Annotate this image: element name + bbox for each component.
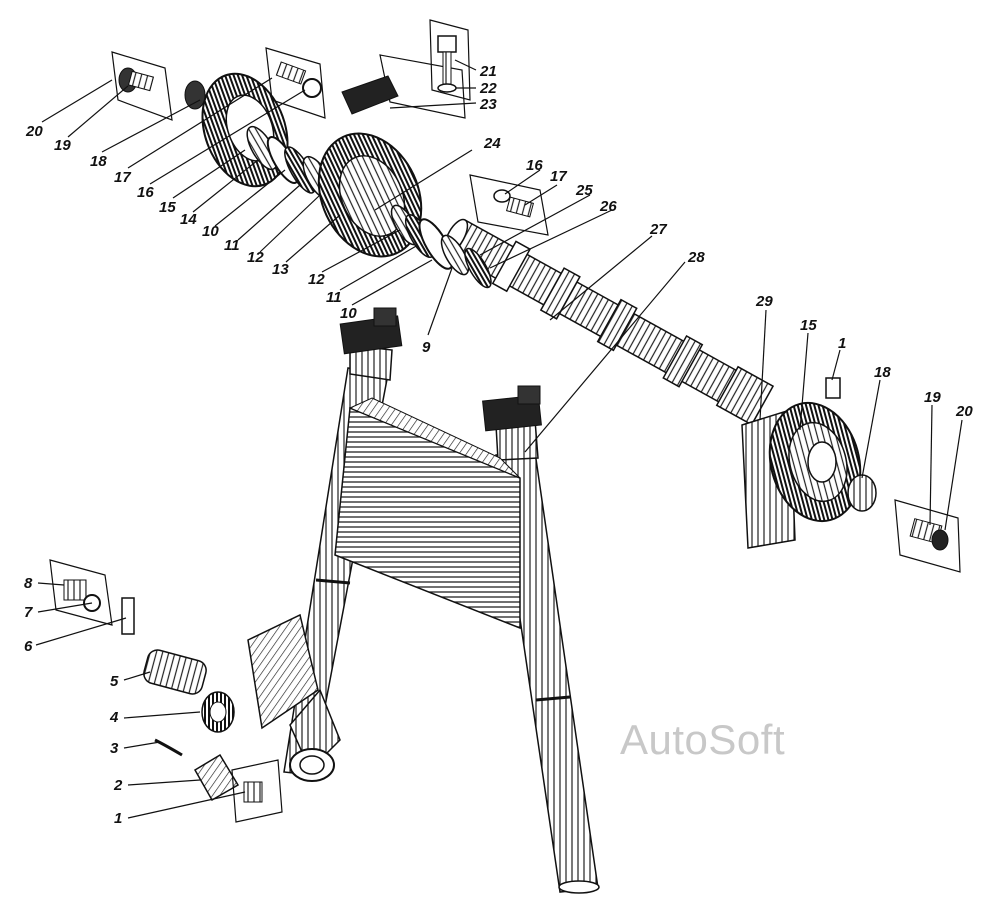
callout-3: 3 — [110, 740, 119, 757]
callout-24: 24 — [483, 135, 501, 152]
upper-gear-bolt-group — [265, 47, 326, 119]
cross-plate — [334, 406, 521, 630]
callout-16b: 16 — [526, 157, 543, 174]
gear-stack — [184, 72, 492, 289]
callout-28: 28 — [687, 249, 705, 266]
callout-11a: 11 — [224, 237, 240, 254]
callout-23: 23 — [479, 96, 497, 113]
callout-13: 13 — [272, 261, 289, 278]
callout-10b: 10 — [340, 305, 357, 322]
callout-1b: 1 — [838, 335, 846, 352]
callout-19b: 19 — [924, 389, 941, 406]
callout-15a: 15 — [159, 199, 176, 216]
pin-5 — [143, 649, 207, 695]
callout-22: 22 — [479, 80, 497, 97]
plate-6 — [121, 597, 135, 635]
clamp-group — [341, 19, 471, 119]
callout-18a: 18 — [90, 153, 107, 170]
cover-18b — [847, 474, 877, 512]
lock-plate-2 — [193, 753, 240, 802]
callout-26: 26 — [599, 198, 617, 215]
callout-labels: 20 19 18 17 16 15 14 10 11 12 13 12 11 1… — [24, 63, 973, 827]
callout-27: 27 — [649, 221, 667, 238]
callout-20b: 20 — [955, 403, 973, 420]
callout-18b: 18 — [874, 364, 891, 381]
callout-4: 4 — [109, 709, 119, 726]
callout-1a: 1 — [114, 810, 122, 827]
upper-left-bolt-group — [111, 51, 173, 121]
leader-lines — [35, 59, 963, 819]
callout-25: 25 — [575, 182, 593, 199]
ring-26 — [464, 247, 492, 289]
callout-12b: 12 — [308, 271, 325, 288]
callout-9: 9 — [422, 339, 431, 356]
callout-14: 14 — [180, 211, 197, 228]
watermark: AutoSoft — [620, 716, 786, 763]
right-bearing-assembly — [741, 377, 961, 573]
callout-6: 6 — [24, 638, 33, 655]
callout-11b: 11 — [326, 289, 342, 306]
camshaft — [444, 218, 775, 426]
a-frame-stand — [247, 307, 600, 894]
callout-2: 2 — [113, 777, 123, 794]
callout-16a: 16 — [137, 184, 154, 201]
callout-20a: 20 — [25, 123, 43, 140]
callout-12a: 12 — [247, 249, 264, 266]
callout-21: 21 — [479, 63, 497, 80]
callout-17a: 17 — [114, 169, 131, 186]
callout-10a: 10 — [202, 223, 219, 240]
cotter-pin-3 — [154, 738, 183, 757]
callout-8: 8 — [24, 575, 33, 592]
callout-19a: 19 — [54, 137, 71, 154]
callout-5: 5 — [110, 673, 119, 690]
lower-left-parts — [49, 559, 283, 823]
lever-arm — [247, 613, 319, 730]
bushing-9 — [440, 234, 470, 276]
right-bolt-group — [469, 174, 549, 236]
callout-17b: 17 — [550, 168, 567, 185]
callout-15b: 15 — [800, 317, 817, 334]
callout-29: 29 — [755, 293, 773, 310]
callout-7: 7 — [24, 604, 33, 621]
